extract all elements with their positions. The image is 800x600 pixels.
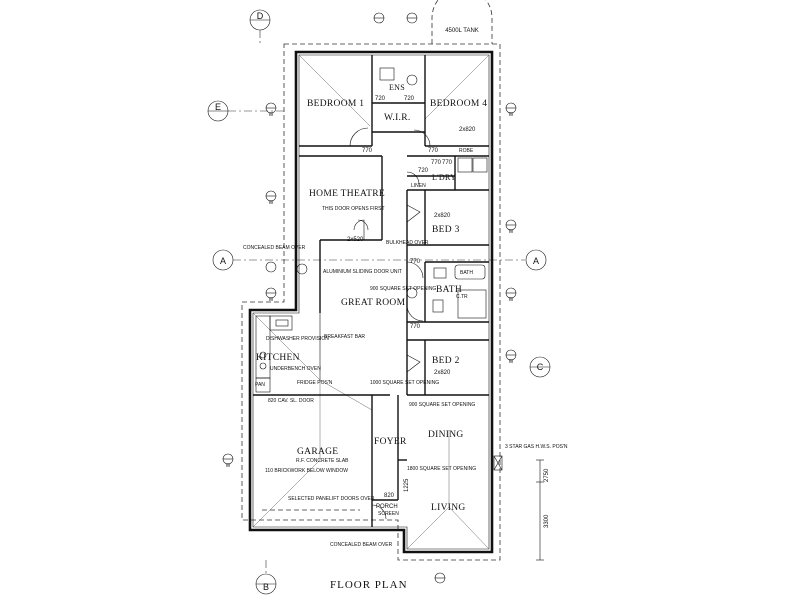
dim-2750: 2750: [544, 468, 550, 482]
note-underbench-oven: UNDERBENCH OVEN: [270, 366, 321, 372]
note-concealed-beam-b: CONCEALED BEAM OVER: [330, 542, 393, 548]
room-ens: ENS: [389, 83, 405, 92]
note-square-set-1000: 1000 SQUARE SET OPENING: [370, 380, 439, 386]
external-walls: [248, 50, 494, 554]
water-tank: 4500L TANK: [431, 0, 493, 44]
note-dishwasher: DISHWASHER PROVISION: [266, 336, 329, 342]
bubble-e-label: E: [215, 102, 221, 112]
dim-820: 820: [384, 493, 395, 499]
svg-text:W: W: [509, 359, 514, 365]
room-dining: DINING: [428, 430, 464, 440]
plan-notes: CONCEALED BEAM OVER THIS DOOR OPENS FIRS…: [243, 206, 568, 548]
dimension-lines: [536, 459, 544, 561]
dim-720a: 720: [375, 96, 386, 102]
bath-fixtures: [379, 67, 488, 319]
dim-770e: 770: [410, 259, 421, 265]
note-breakfast-bar: BREAKFAST BAR: [324, 334, 365, 340]
svg-text:W: W: [269, 200, 274, 206]
kitchen-bench: [255, 315, 293, 393]
svg-text:W: W: [226, 463, 231, 469]
roof-hip-lines: [252, 54, 490, 550]
room-bedroom1: BEDROOM 1: [307, 99, 364, 109]
dim-770c: 770: [431, 160, 442, 166]
room-bed3: BED 3: [432, 225, 460, 235]
dim-770f: 770: [410, 324, 421, 330]
note-this-door: THIS DOOR OPENS FIRST: [322, 206, 385, 212]
roof-outline: [241, 43, 501, 561]
note-square-set-1800: 1800 SQUARE SET OPENING: [407, 466, 476, 472]
room-labels: BEDROOM 1 BEDROOM 4 ENS W.I.R. HOME THEA…: [255, 83, 487, 513]
note-panelift: SELECTED PANELIFT DOORS OVER: [288, 496, 375, 502]
dim-720b: 720: [404, 96, 415, 102]
svg-text:W: W: [269, 297, 274, 303]
bubble-c-label: C: [537, 362, 544, 372]
section-marker-a-left: A: [212, 249, 525, 271]
dim-770d: 770: [442, 160, 453, 166]
dim-770b: 770: [428, 148, 439, 154]
dim-2x820c: 2x820: [434, 370, 451, 376]
dimension-labels: 720 720 770 770 770 770 720 2x820 2x820 …: [347, 96, 550, 528]
note-bulkhead: BULKHEAD OVER: [386, 240, 429, 246]
dim-1225: 1225: [404, 478, 410, 492]
dim-2x520: 2x520: [347, 237, 364, 243]
room-living: LIVING: [431, 503, 466, 513]
external-walls-inner: [252, 54, 490, 550]
dim-2x820b: 2x820: [434, 213, 451, 219]
room-kitchen: KITCHEN: [256, 353, 300, 363]
note-cav-door: 820 CAV. SL. DOOR: [268, 398, 314, 404]
room-bedroom4: BEDROOM 4: [430, 99, 487, 109]
note-bath-label: BATH: [460, 270, 473, 276]
note-brickwork: 110 BRICKWORK BELOW WINDOW: [265, 468, 348, 474]
section-marker-c: C: [529, 356, 551, 378]
note-square-set-900a: 900 SQUARE SET OPENING: [370, 286, 436, 292]
section-marker-d: D: [249, 9, 271, 44]
note-aluminium: ALUMINIUM SLIDING DOOR UNIT: [323, 269, 402, 275]
section-marker-e: E: [207, 100, 285, 122]
room-foyer: FOYER: [374, 437, 407, 447]
dim-2x820a: 2x820: [459, 127, 476, 133]
window-markers: [222, 12, 517, 584]
room-linen: LINEN: [411, 183, 426, 189]
note-hws: 3 STAR GAS H.W.S. POS'N: [505, 444, 568, 450]
svg-text:W: W: [269, 112, 274, 118]
door-swings: [349, 127, 431, 520]
room-robe: ROBE: [459, 148, 474, 154]
dim-770a: 770: [362, 148, 373, 154]
room-home-theatre: HOME THEATRE: [309, 189, 385, 199]
room-porch: PORCH: [376, 504, 398, 510]
plan-title: FLOOR PLAN: [330, 579, 408, 591]
note-fridge: FRIDGE POS'N: [297, 380, 333, 386]
tank-label: 4500L TANK: [445, 28, 479, 34]
room-pan: PAN: [255, 382, 265, 388]
garage-door-and-hws: [262, 455, 503, 511]
note-concealed-beam: CONCEALED BEAM OVER: [243, 245, 306, 251]
window-w-labels: W W W W W W W W: [226, 112, 514, 469]
room-great-room: GREAT ROOM: [341, 298, 406, 308]
dim-720c: 720: [418, 168, 429, 174]
section-marker-a-right: A: [525, 249, 547, 271]
room-bath: BATH: [436, 285, 462, 295]
svg-text:W: W: [509, 297, 514, 303]
bubble-a-right-label: A: [533, 256, 539, 266]
bubble-d-label: D: [257, 11, 264, 21]
room-garage: GARAGE: [297, 447, 338, 457]
bubble-a-left-label: A: [220, 256, 226, 266]
svg-text:W: W: [509, 229, 514, 235]
note-screen: SCREEN: [378, 511, 399, 517]
note-slab: R.F. CONCRETE SLAB: [296, 458, 349, 464]
room-ldry: L'DRY: [432, 173, 456, 182]
room-bed2: BED 2: [432, 356, 460, 366]
bubble-b-label: B: [263, 582, 269, 592]
room-wir: W.I.R.: [384, 113, 411, 123]
note-ctr: C.TR: [456, 294, 468, 300]
section-marker-b: B: [255, 560, 277, 595]
dim-3300: 3300: [544, 514, 550, 528]
note-square-set-900b: 900 SQUARE SET OPENING: [409, 402, 475, 408]
svg-text:W: W: [509, 112, 514, 118]
